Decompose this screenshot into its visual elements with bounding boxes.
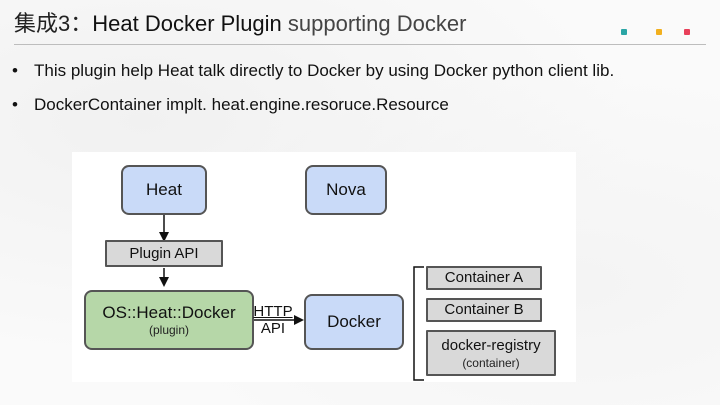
architecture-diagram: Heat Nova Plugin API OS::Heat::Docker (p… [72,152,576,382]
docker-registry-node: docker-registry (container) [426,330,556,376]
title-divider [14,44,706,45]
teal-square-icon [621,29,627,35]
bullet-dot-icon: • [12,95,18,114]
os-heat-docker-plugin-node: OS::Heat::Docker (plugin) [84,290,254,350]
plugin-api-node: Plugin API [105,240,223,267]
slide-title: 集成3：Heat Docker Plugin supporting Docker [14,9,466,39]
nova-node: Nova [305,165,387,215]
diagram-connectors [159,214,424,381]
bullet-text: DockerContainer implt. heat.engine.resor… [34,95,449,114]
bullet-item: • DockerContainer implt. heat.engine.res… [8,94,708,116]
container-b-node: Container B [426,298,542,322]
bullet-dot-icon: • [12,61,18,80]
title-rest: supporting Docker [281,11,467,36]
container-group-bracket [413,266,424,381]
heat-node: Heat [121,165,207,215]
bullet-text: This plugin help Heat talk directly to D… [34,61,615,80]
container-a-node: Container A [426,266,542,290]
bullet-item: • This plugin help Heat talk directly to… [8,60,708,82]
title-bold: Heat Docker Plugin [92,11,282,36]
red-square-icon [684,29,690,35]
yellow-square-icon [656,29,662,35]
http-api-label: HTTP API [253,303,293,337]
bullet-list: • This plugin help Heat talk directly to… [8,60,708,128]
docker-node: Docker [304,294,404,350]
title-prefix: 集成3： [14,11,93,36]
